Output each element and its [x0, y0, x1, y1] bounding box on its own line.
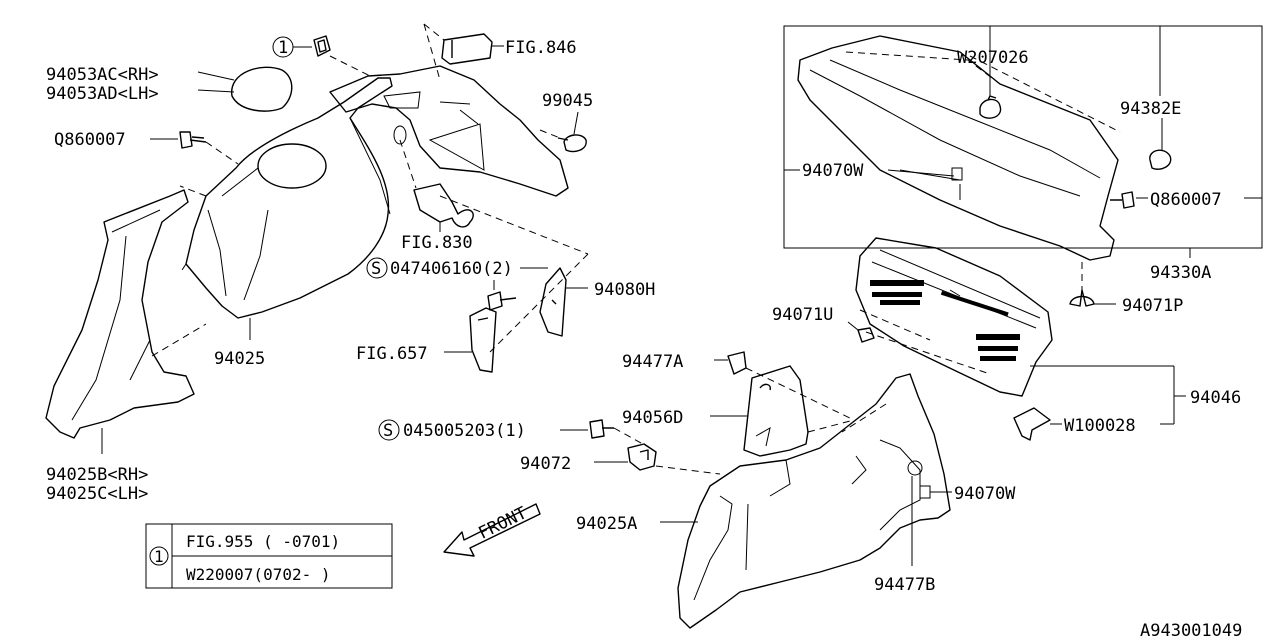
label-94046: 94046: [1190, 388, 1241, 408]
label-FIG846: FIG.846: [505, 38, 577, 58]
label-94025A: 94025A: [576, 514, 637, 534]
label-Q860007-right: Q860007: [1150, 190, 1222, 210]
label-94053AC: 94053AC<RH>: [46, 65, 159, 85]
label-94477B: 94477B: [874, 575, 935, 595]
quarter-trim-94025-part: [186, 78, 392, 318]
bolt-right-part: [1110, 192, 1134, 208]
sill-plate-94046-part: [856, 238, 1052, 396]
legend-marker: 1: [154, 547, 164, 566]
cover-cap-part: [232, 67, 292, 111]
figure-id: A943001049: [1140, 621, 1242, 640]
label-99045: 99045: [542, 91, 593, 111]
upper-panel-part: [330, 66, 568, 196]
clip-94072-part: [628, 444, 656, 470]
bolt-part: [180, 132, 206, 148]
label-047406160: 047406160(2): [390, 259, 513, 279]
special-marker-S-2: S: [379, 420, 399, 441]
legend-box: 1 FIG.955 ( -0701) W220007(0702- ): [146, 524, 392, 588]
label-94330A: 94330A: [1150, 263, 1211, 283]
label-94072: 94072: [520, 454, 571, 474]
label-94025C: 94025C<LH>: [46, 484, 148, 504]
label-045005203: 045005203(1): [403, 421, 526, 441]
label-94382E: 94382E: [1120, 99, 1181, 119]
label-FIG830: FIG.830: [401, 233, 473, 253]
front-arrow: FRONT: [444, 503, 540, 556]
clip-W207026-part: [980, 96, 1001, 118]
label-94070W-bottom: 94070W: [954, 484, 1016, 504]
label-94025B: 94025B<RH>: [46, 465, 148, 485]
label-94071U: 94071U: [772, 305, 833, 325]
fastener-94071P-part: [1070, 290, 1094, 306]
screw-045005203-part: [590, 420, 614, 438]
svg-text:S: S: [371, 259, 381, 279]
label-94053AD: 94053AD<LH>: [46, 84, 159, 104]
screw-part: [488, 292, 516, 310]
legend-row-1: FIG.955 ( -0701): [186, 532, 340, 551]
label-94070W-top: 94070W: [802, 161, 864, 181]
label-94056D: 94056D: [622, 408, 683, 428]
fastener-94071U-part: [858, 328, 874, 342]
label-W207026: W207026: [957, 48, 1029, 68]
pillar-trim-94025B-part: [46, 190, 194, 438]
bracket-fig657-part: [470, 308, 496, 372]
bracket-94080H-part: [540, 268, 566, 336]
svg-text:1: 1: [278, 38, 288, 58]
fastener-99045-part: [558, 135, 586, 152]
front-label: FRONT: [475, 503, 530, 543]
clip-94382E-part: [1150, 150, 1171, 169]
svg-text:S: S: [383, 421, 393, 441]
label-94025: 94025: [214, 349, 265, 369]
callout-marker-1: 1: [273, 37, 312, 58]
label-Q860007-left: Q860007: [54, 130, 126, 150]
label-FIG657: FIG.657: [356, 344, 428, 364]
cover-cap-lead: [198, 72, 234, 92]
legend-row-2: W220007(0702- ): [186, 565, 331, 584]
panel-94056D-part: [744, 366, 808, 456]
label-94071P: 94071P: [1122, 296, 1183, 316]
clip-94477A-part: [728, 352, 746, 374]
label-94477A: 94477A: [622, 352, 683, 372]
label-W100028: W100028: [1064, 416, 1136, 436]
clip-part: [314, 36, 330, 56]
label-94080H: 94080H: [594, 280, 655, 300]
special-marker-S-1: S: [367, 258, 387, 279]
clip-W100028-part: [1014, 408, 1050, 440]
sill-plate-grille: [870, 280, 1020, 361]
fig846-lamp-part: [442, 34, 492, 64]
